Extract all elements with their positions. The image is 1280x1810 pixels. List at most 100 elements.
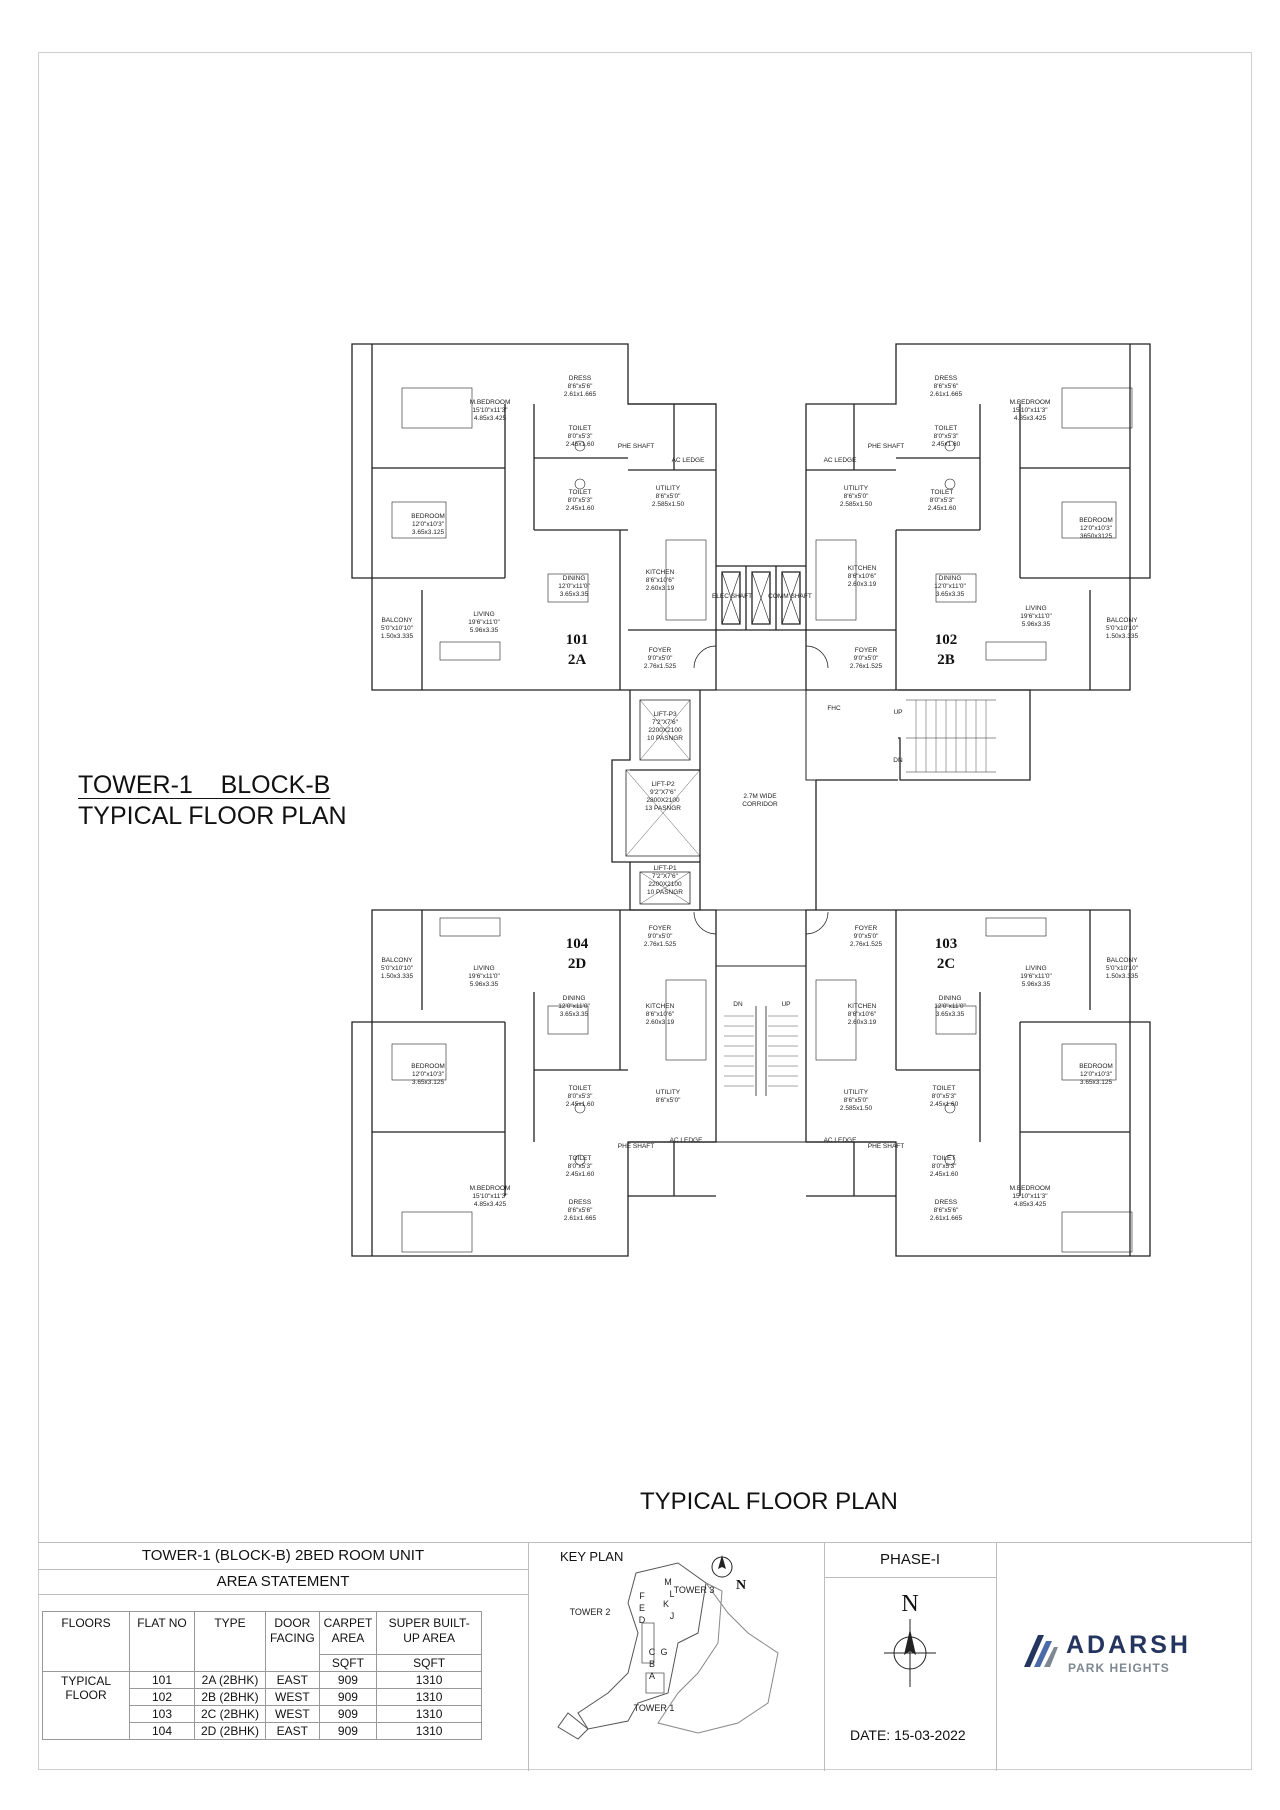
- cell: EAST: [265, 1671, 320, 1689]
- col-type: TYPE: [194, 1611, 266, 1655]
- area-statement-subtitle: AREA STATEMENT: [38, 1570, 528, 1595]
- unit-type-2d: 2D: [568, 956, 587, 972]
- key-plan-title: KEY PLAN: [560, 1549, 624, 1564]
- typical-floor-plan-label: TYPICAL FLOOR PLAN: [78, 802, 347, 830]
- label-stair-up-bottom: UP: [781, 1001, 790, 1008]
- cell: 1310: [376, 1722, 483, 1740]
- tower-title: TOWER-1 BLOCK-B TYPICAL FLOOR PLAN: [78, 770, 347, 832]
- keyplan-letter: J: [670, 1611, 675, 1621]
- cell: WEST: [265, 1705, 320, 1723]
- area-statement-title: TOWER-1 (BLOCK-B) 2BED ROOM UNIT: [38, 1543, 528, 1570]
- unit-no-102: 102: [935, 632, 958, 648]
- svg-text:N: N: [736, 1578, 746, 1593]
- cell: 104: [129, 1722, 195, 1740]
- table-row: 102 2B (2BHK) WEST 909 1310: [43, 1688, 483, 1706]
- north-arrow-icon: N: [884, 1591, 936, 1687]
- unit-sqft-carpet: SQFT: [318, 1654, 378, 1672]
- north-arrow-icon: N: [711, 1555, 746, 1593]
- keyplan-letter: A: [649, 1671, 655, 1681]
- unit-102-outline: [805, 343, 1151, 691]
- col-flat-no: FLAT NO: [129, 1611, 195, 1655]
- title-block: TOWER-1 (BLOCK-B) 2BED ROOM UNIT AREA ST…: [38, 1542, 1252, 1771]
- tower-block-label: TOWER-1 BLOCK-B: [78, 771, 331, 799]
- cell: WEST: [265, 1688, 320, 1706]
- cell: 103: [129, 1705, 195, 1723]
- keyplan-letter: F: [639, 1591, 645, 1601]
- label-comm-shaft: COMM SHAFT: [768, 593, 812, 600]
- label-ac-ledge-101: AC LEDGE: [672, 457, 706, 464]
- phase-title: PHASE-I: [824, 1543, 996, 1578]
- col-door-facing: DOOR FACING: [265, 1611, 320, 1655]
- brand-subtitle: PARK HEIGHTS: [1068, 1661, 1170, 1675]
- unit-type-2a: 2A: [568, 652, 587, 668]
- cell: 2A (2BHK): [194, 1671, 266, 1689]
- col-super-built-up-area: SUPER BUILT-UP AREA: [376, 1611, 483, 1655]
- unit-no-104: 104: [566, 936, 589, 952]
- brand-logo: ADARSH PARK HEIGHTS: [996, 1543, 1252, 1771]
- label-phe-shaft-102: PHE SHAFT: [868, 443, 905, 450]
- floor-label: TYPICAL FLOOR: [42, 1671, 130, 1740]
- label-ac-ledge-103: AC LEDGE: [824, 1137, 858, 1144]
- unit-no-103: 103: [935, 936, 958, 952]
- cell: 1310: [376, 1671, 483, 1689]
- col-floors: FLOORS: [42, 1611, 130, 1655]
- keyplan-letter: C: [649, 1647, 656, 1657]
- table-row: 104 2D (2BHK) EAST 909 1310: [43, 1722, 483, 1740]
- plan-caption: TYPICAL FLOOR PLAN: [640, 1488, 898, 1515]
- drawing-sheet: [38, 52, 1252, 1770]
- cell: 909: [318, 1722, 378, 1740]
- key-plan-map: TOWER 2 TOWER 3 TOWER 1 M L K J F E D C …: [557, 1555, 779, 1740]
- keyplan-tower3-label: TOWER 3: [674, 1585, 715, 1595]
- table-row: TYPICAL FLOOR 101 2A (2BHK) EAST 909 131…: [42, 1671, 483, 1740]
- keyplan-letter: D: [639, 1615, 646, 1625]
- date-label: DATE: 15-03-2022: [850, 1727, 966, 1743]
- cell: EAST: [265, 1722, 320, 1740]
- staircase-bottom: [715, 965, 807, 1143]
- cell: 102: [129, 1688, 195, 1706]
- label-ac-ledge-104: AC LEDGE: [670, 1137, 704, 1144]
- label-ac-ledge-102: AC LEDGE: [824, 457, 858, 464]
- cell: 2B (2BHK): [194, 1688, 266, 1706]
- cell: 909: [318, 1671, 378, 1689]
- cell: 101: [129, 1671, 195, 1689]
- cell: 1310: [376, 1688, 483, 1706]
- key-plan: KEY PLAN TOWER 2 TOWER 3 TOWER 1 M L K J…: [528, 1543, 825, 1771]
- cell: 2C (2BHK): [194, 1705, 266, 1723]
- keyplan-letter: G: [660, 1647, 667, 1657]
- cell: 1310: [376, 1705, 483, 1723]
- keyplan-letter: B: [649, 1659, 655, 1669]
- keyplan-letter: L: [669, 1589, 674, 1599]
